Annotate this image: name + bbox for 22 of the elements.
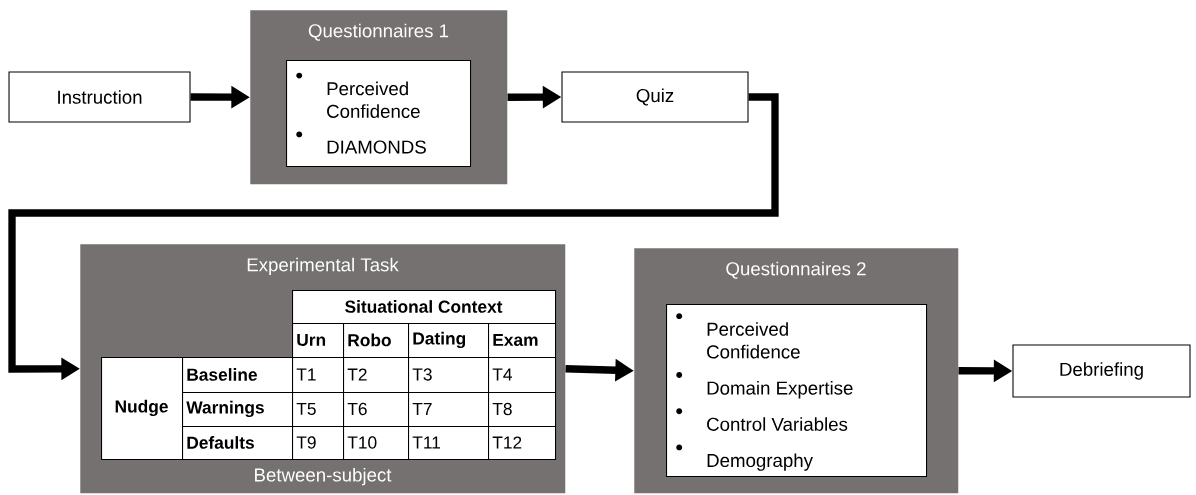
table-cell: Robo: [343, 323, 410, 359]
table-cell: Nudge: [101, 357, 184, 461]
table-cell: T9: [292, 426, 345, 461]
table-cell: Exam: [488, 323, 557, 359]
table-cell: T5: [292, 392, 345, 428]
table-cell: T12: [488, 426, 557, 461]
process-box: Instruction: [8, 71, 191, 123]
table-cell: T8: [488, 392, 557, 428]
table-cell: T4: [488, 357, 557, 394]
table-cell: T1: [292, 357, 345, 394]
bulleted-list-box: Perceived Confidence Domain Expertise Control Variables Demography: [666, 304, 928, 478]
table-cell: Dating: [408, 323, 490, 359]
bulleted-list-box: Perceived Confidence DIAMONDS: [286, 60, 472, 168]
table-cell: Urn: [292, 323, 345, 359]
table-cell: T3: [408, 357, 490, 394]
table-cell: T10: [343, 426, 410, 461]
table-cell: T2: [343, 357, 410, 394]
process-box: Debriefing: [1012, 344, 1191, 398]
table-cell: T7: [408, 392, 490, 428]
process-box: Quiz: [561, 71, 749, 123]
table-cell: T6: [343, 392, 410, 428]
table-cell: T11: [408, 426, 490, 461]
